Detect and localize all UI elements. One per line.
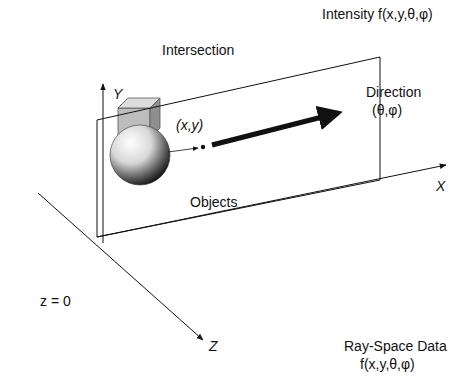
point-label: (x,y)	[176, 117, 203, 133]
axis-label: Z	[209, 338, 218, 354]
plane-label: z = 0	[40, 293, 71, 309]
axis-label: X	[436, 178, 445, 194]
y-axis	[103, 84, 104, 243]
axis-label: Y	[113, 86, 122, 102]
intersection-point	[201, 145, 205, 149]
direction-arrow	[212, 113, 338, 145]
caption-formula: f(x,y,θ,φ)	[360, 356, 415, 372]
objects-label: Objects	[190, 194, 237, 210]
intersection-label: Intersection	[162, 42, 234, 58]
z-axis	[38, 193, 203, 340]
angle-label: (θ,φ)	[372, 102, 402, 118]
incoming-ray	[168, 148, 198, 152]
intensity-label: Intensity f(x,y,θ,φ)	[322, 6, 433, 22]
sphere	[110, 125, 170, 185]
caption-label: Ray-Space Data	[344, 338, 447, 354]
z0-plane	[97, 57, 380, 237]
direction-label: Direction	[366, 84, 421, 100]
